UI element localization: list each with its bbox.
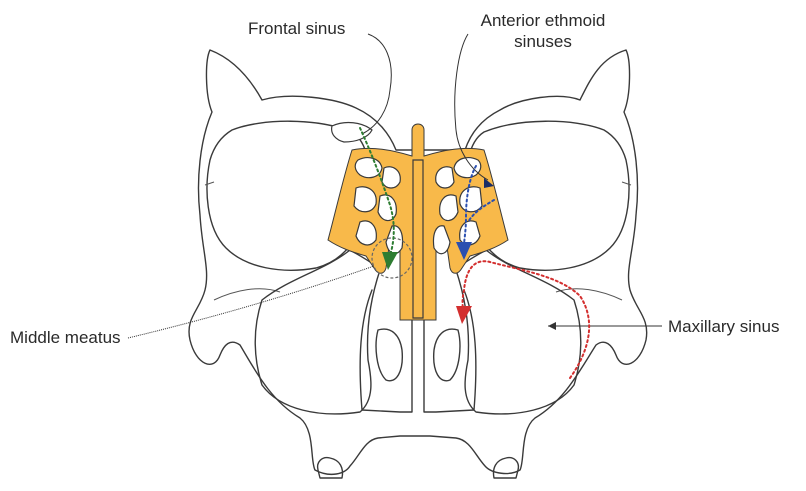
frontal-sinus-label: Frontal sinus [248, 18, 345, 39]
left-ethmoid-cell-3 [354, 187, 376, 212]
frontal-sinus-leader [362, 34, 391, 134]
left-inferior-turbinate [376, 329, 402, 381]
right-inferior-turbinate [434, 329, 460, 381]
right-ethmoid-cell-5 [460, 221, 480, 245]
right-ethmoid-cell-4 [440, 195, 458, 221]
middle-meatus-leader [128, 266, 374, 338]
nasal-septum [413, 160, 423, 318]
middle-meatus-label: Middle meatus [10, 327, 121, 348]
right-ethmoid-cell-2 [436, 167, 454, 188]
anterior-ethmoid-label-line1: Anterior ethmoid [458, 10, 628, 31]
right-tooth [494, 458, 519, 478]
right-ethmoid-cell-3 [460, 187, 482, 212]
red-arrow-icon [456, 306, 472, 324]
maxillary-drainage-path [463, 261, 590, 378]
left-ethmoid-cell-1 [355, 158, 382, 178]
left-ethmoid-cell-2 [382, 167, 400, 188]
anterior-ethmoid-label: Anterior ethmoid sinuses [458, 10, 628, 52]
maxillary-leader-arrowhead [548, 322, 556, 330]
maxillary-sinus-label: Maxillary sinus [668, 316, 779, 337]
left-ethmoid-cell-5 [356, 221, 376, 245]
anterior-ethmoid-label-line2: sinuses [458, 31, 628, 52]
